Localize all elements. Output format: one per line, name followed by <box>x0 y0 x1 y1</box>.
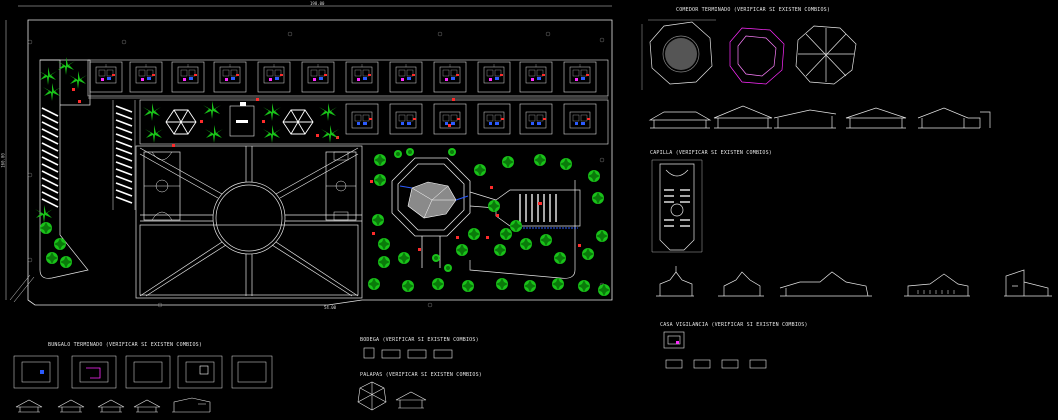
title-bodega: BODEGA (VERIFICAR SI EXISTEN COMBIOS) <box>360 337 479 343</box>
dimension-bottom: 54.00 <box>324 305 337 310</box>
title-casa-vigilancia: CASA VIGILANCIA (VERIFICAR SI EXISTEN CO… <box>660 322 808 328</box>
bungalo-elevations <box>15 397 211 413</box>
capilla-plan <box>651 159 703 253</box>
comedor-elevations <box>648 105 991 129</box>
bungalo-plans <box>13 355 273 389</box>
capilla-elevations <box>656 266 1052 297</box>
title-comedor: COMEDOR TERMINADO (VERIFICAR SI EXISTEN … <box>676 7 831 13</box>
casa-vigilancia-drawings <box>663 331 767 369</box>
dimension-top: 198.00 <box>310 1 325 6</box>
dimension-left: 160.00 <box>0 153 6 168</box>
comedor-plans <box>641 19 857 90</box>
title-capilla: CAPILLA (VERIFICAR SI EXISTEN COMBIOS) <box>650 150 772 156</box>
bodega-drawings <box>363 347 453 359</box>
title-bungalo: BUNGALO TERMINADO (VERIFICAR SI EXISTEN … <box>48 342 203 348</box>
site-vegetation <box>35 57 610 296</box>
palapas-drawings <box>357 381 427 411</box>
bungalow-row-second <box>345 103 597 135</box>
site-plan <box>5 5 613 308</box>
title-palapas: PALAPAS (VERIFICAR SI EXISTEN COMBIOS) <box>360 372 482 378</box>
bungalow-row-top <box>89 61 597 93</box>
